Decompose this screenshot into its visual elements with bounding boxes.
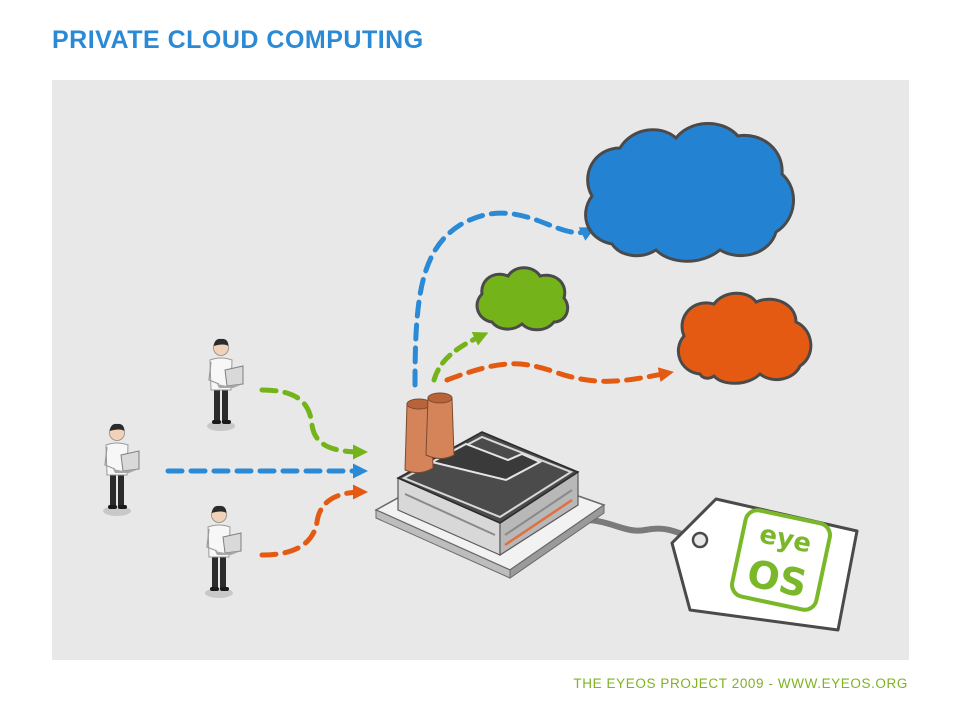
slide-title: PRIVATE CLOUD COMPUTING	[52, 26, 424, 54]
user-top-figure	[206, 338, 244, 432]
cloud-medium-orange	[677, 291, 813, 385]
cloud-large-blue	[584, 122, 795, 263]
arrow-orange-to-cloud-medium	[444, 361, 674, 384]
user-left-figure	[102, 423, 140, 517]
eyeos-logo-tag: eye OS	[670, 497, 859, 632]
diagram-canvas: eye OS	[102, 122, 859, 632]
slide-footer: THE EYEOS PROJECT 2009 - WWW.EYEOS.ORG	[573, 676, 908, 691]
arrow-orange-to-building	[259, 484, 368, 558]
arrow-green-to-cloud-small	[431, 331, 489, 383]
user-bottom-figure	[204, 505, 242, 599]
diagram-panel: eye OS	[52, 80, 909, 660]
arrow-blue-to-cloud-large	[412, 210, 596, 388]
eyeos-logo-frame	[730, 508, 832, 612]
arrow-green-to-building	[259, 387, 368, 460]
cloud-small-green	[475, 266, 570, 332]
tag-hole	[691, 531, 709, 549]
factory-building	[374, 392, 606, 579]
